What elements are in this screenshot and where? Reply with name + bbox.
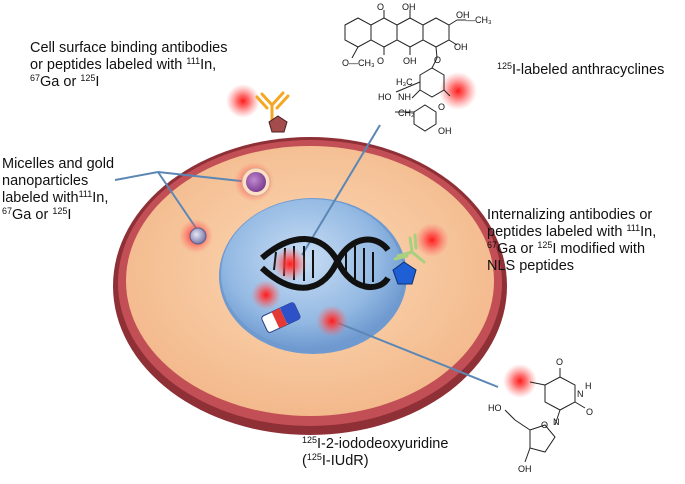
- svg-text:NH: NH: [398, 92, 411, 102]
- line-iudr: [337, 322, 499, 388]
- surface-antibody-icon: [255, 91, 290, 122]
- micelle-icon: [241, 167, 271, 197]
- svg-text:OH: OH: [438, 126, 452, 136]
- svg-text:O: O: [556, 357, 563, 367]
- svg-text:OH: OH: [518, 464, 532, 474]
- internalizing-antibody-icon: [393, 233, 426, 264]
- glow-internalizing: [415, 223, 449, 257]
- glow-surface-antibody: [226, 84, 260, 118]
- svg-text:N: N: [553, 417, 560, 427]
- gold-nanoparticle-icon: [189, 227, 207, 245]
- anthracycline-labels: O OH O OH OH —CH₃ OH O—CH₃ O H₃C HO NH C…: [342, 2, 492, 136]
- svg-text:O—CH₃: O—CH₃: [342, 58, 375, 68]
- radiolabel-glows: [179, 72, 537, 398]
- glow-anthracycline: [439, 72, 477, 110]
- anthracycline-structure: [344, 10, 466, 132]
- label-internalizing-antibodies: Internalizing antibodies or peptides lab…: [487, 207, 657, 274]
- svg-text:OH: OH: [402, 2, 416, 12]
- glow-dna: [273, 247, 307, 281]
- svg-text:OH: OH: [403, 56, 417, 66]
- svg-text:H₃C: H₃C: [396, 77, 413, 87]
- svg-text:OH: OH: [454, 42, 468, 52]
- svg-text:OH: OH: [456, 10, 470, 20]
- line-micelles-3: [157, 171, 197, 229]
- glow-iudr-structure: [503, 364, 537, 398]
- label-anthracyclines: 125I-labeled anthracyclines: [497, 61, 665, 79]
- glow-iudr-nucleus: [251, 280, 281, 310]
- svg-text:O: O: [586, 407, 593, 417]
- svg-text:CH₂: CH₂: [398, 108, 415, 118]
- svg-text:O: O: [541, 420, 548, 430]
- svg-text:N: N: [577, 389, 584, 399]
- iudr-marker-icon: [261, 302, 301, 333]
- iudr-structure: [504, 368, 586, 463]
- svg-text:O: O: [438, 102, 445, 112]
- glow-nucleus-2: [316, 305, 348, 337]
- label-iudr: 125I-2-iododeoxyuridine (125I-IUdR): [302, 435, 449, 470]
- iudr-structure-labels: O H N O N O HO OH: [488, 357, 593, 474]
- label-micelles: Micelles and gold nanoparticles labeled …: [2, 156, 115, 223]
- line-micelles-1: [114, 171, 159, 181]
- nls-peptide-icon: [392, 261, 417, 285]
- svg-text:HO: HO: [488, 403, 502, 413]
- label-surface-antibodies: Cell surface binding antibodies or pepti…: [30, 40, 228, 90]
- svg-text:—CH₃: —CH₃: [466, 15, 492, 25]
- svg-text:H: H: [585, 381, 592, 391]
- surface-peptide-icon: [268, 115, 288, 133]
- svg-text:O: O: [434, 55, 441, 65]
- svg-text:O: O: [377, 56, 384, 66]
- line-anthracycline: [301, 124, 381, 256]
- svg-text:HO: HO: [378, 92, 392, 102]
- svg-text:O: O: [377, 2, 384, 12]
